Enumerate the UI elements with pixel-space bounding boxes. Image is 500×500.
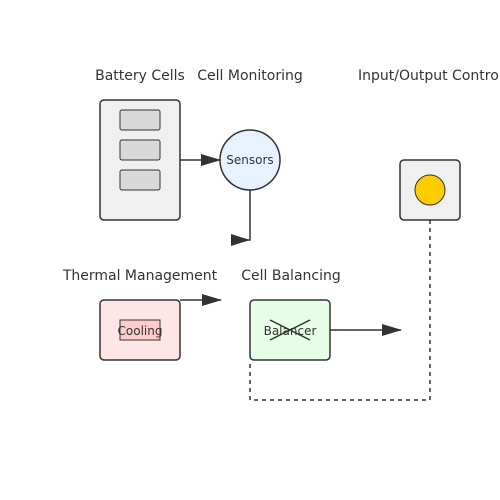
thermal-management-label: Thermal Management [62,268,218,284]
io-control-box [399,159,461,221]
io-feedback-dashed-connector [249,220,431,401]
battery-cells-label: Battery Cells [95,68,185,84]
io-control-label: Input/Output Control [358,68,500,84]
cooling-node: Cooling [99,299,181,361]
cooling-label: Cooling [118,324,163,338]
x-mark-icon [269,319,311,341]
sensors-connector [232,190,251,241]
balancer-node: Balancer [249,299,331,361]
cell-monitoring-label: Cell Monitoring [197,68,303,84]
battery-cell [119,139,161,161]
balancer-label: Balancer [264,324,317,338]
status-light-icon [414,174,446,206]
sensors-label: Sensors [226,153,273,167]
sensors-node: Sensors [219,129,281,191]
battery-pack [99,99,181,221]
battery-cell [119,169,161,191]
sensors-connector-arrowhead [231,234,250,246]
cooling-element [119,319,161,341]
cell-balancing-label: Cell Balancing [241,268,341,284]
battery-cell [119,109,161,131]
